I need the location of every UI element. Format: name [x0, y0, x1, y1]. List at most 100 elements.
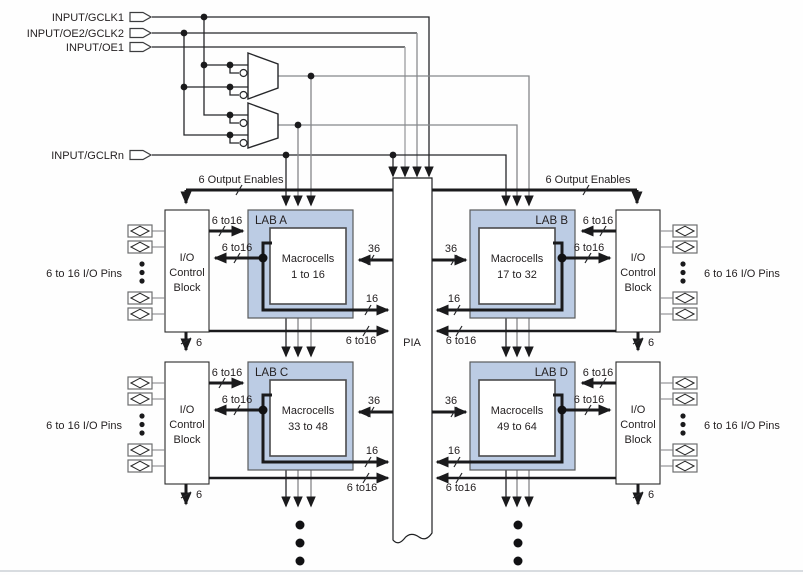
lab-b-16-to-pia — [435, 241, 564, 316]
io-pin-groups — [152, 230, 673, 467]
io-block-lt-3: Block — [174, 282, 201, 294]
io-control-block-right-bottom — [615, 361, 661, 485]
io-pin-icon — [672, 224, 698, 238]
input-pins — [129, 11, 152, 161]
pia-label: PIA — [403, 337, 421, 349]
junction-dot — [226, 131, 234, 139]
width-6to16: 6 to16 — [222, 394, 253, 406]
input-pin-gclk1 — [129, 11, 152, 23]
io-pins-right-bottom — [672, 376, 698, 473]
mux1-bubble-2 — [239, 90, 248, 100]
width-6to16: 6 to16 — [583, 367, 614, 379]
ellipsis-dots — [680, 261, 686, 284]
lab-a-16-to-pia — [261, 241, 390, 316]
width-6to16: 6 to16 — [212, 367, 243, 379]
macrocells-b-box — [478, 227, 556, 305]
io-pin-connectors — [152, 230, 673, 467]
width-36: 36 — [368, 395, 380, 407]
macrocells-a-box — [269, 227, 347, 305]
io-pin-icon — [127, 443, 153, 457]
width-6to16: 6 to16 — [212, 215, 243, 227]
width-16: 16 — [448, 445, 460, 457]
macrocells-c-line2: 33 to 48 — [288, 421, 328, 433]
macrocells-d-box — [478, 379, 556, 457]
io-block-rt-3: Block — [625, 282, 652, 294]
lab-a-label: LAB A — [255, 215, 287, 227]
junction-dot — [282, 151, 290, 159]
io-pin-icon — [127, 392, 153, 406]
io-block-rt-1: I/O — [631, 252, 646, 264]
ellipsis-dots — [139, 413, 145, 436]
width-6to16: 6 to16 — [347, 482, 378, 494]
width-16: 16 — [448, 293, 460, 305]
lab-c-label: LAB C — [255, 367, 288, 379]
mux1-body — [247, 51, 279, 101]
junction-dot — [307, 72, 315, 80]
input-label-oe2-gclk2: INPUT/OE2/GCLK2 — [27, 28, 124, 40]
width-36: 36 — [445, 243, 457, 255]
io-pin-icon — [127, 224, 153, 238]
junction-dot — [226, 111, 234, 119]
output-enables-label-left: 6 Output Enables — [198, 174, 284, 186]
io-block-rb-1: I/O — [631, 404, 646, 416]
macrocells-d-line1: Macrocells — [491, 405, 544, 417]
input-label-gclrn: INPUT/GCLRn — [51, 150, 124, 162]
io-pin-icon — [672, 240, 698, 254]
io-pin-icon — [672, 459, 698, 473]
width-16: 16 — [366, 293, 378, 305]
dot — [513, 556, 523, 566]
macrocells-a-line1: Macrocells — [282, 253, 335, 265]
mux2-bubble-2 — [239, 138, 248, 148]
width-6to16: 6 to16 — [583, 215, 614, 227]
global-wires-between-rows — [281, 318, 534, 508]
dot — [295, 538, 305, 548]
io-block-lb-3: Block — [174, 434, 201, 446]
input-label-oe1: INPUT/OE1 — [66, 42, 124, 54]
width-6to16: 6 to16 — [574, 242, 605, 254]
width-6: 6 — [648, 337, 654, 349]
io-pins-left-bottom — [127, 376, 153, 473]
io-control-block-left-top — [164, 209, 210, 333]
io-pin-icon — [672, 376, 698, 390]
io-pin-icon — [672, 291, 698, 305]
junction-dot — [226, 61, 234, 69]
ellipsis-dots — [680, 413, 686, 436]
wire-mux1-out — [278, 75, 534, 207]
macrocell-boxes — [269, 227, 556, 457]
io-control-block-right-top — [615, 209, 661, 333]
width-6to16: 6 to16 — [446, 335, 477, 347]
pia-box — [392, 177, 433, 544]
junction-dot — [226, 83, 234, 91]
output-enables-label-right: 6 Output Enables — [545, 174, 631, 186]
width-6to16: 6 to16 — [574, 394, 605, 406]
bus-width-slashes — [180, 184, 644, 499]
input-pin-oe1 — [129, 41, 152, 53]
io-pins-label-rb: 6 to 16 I/O Pins — [704, 420, 780, 432]
io-pins-label-lt: 6 to 16 I/O Pins — [46, 268, 122, 280]
lab-d-label: LAB D — [535, 367, 568, 379]
input-pin-oe2-gclk2 — [129, 27, 152, 39]
junction-dot — [389, 151, 397, 159]
io-block-lt-2: Control — [169, 267, 204, 279]
junction-dot — [200, 61, 208, 69]
io-block-rb-3: Block — [625, 434, 652, 446]
junction-dot — [180, 29, 188, 37]
width-6to16: 6 to16 — [446, 482, 477, 494]
width-16: 16 — [366, 445, 378, 457]
mux-feed-lines — [183, 17, 248, 144]
junction-dot — [258, 405, 268, 415]
wire-gclk1 — [152, 16, 434, 178]
labels: INPUT/GCLK1 INPUT/OE2/GCLK2 INPUT/OE1 IN… — [27, 12, 781, 501]
junction-dot — [180, 83, 188, 91]
io-pin-icon — [127, 307, 153, 321]
io-pin-icon — [127, 240, 153, 254]
width-36: 36 — [445, 395, 457, 407]
io-block-lb-1: I/O — [180, 404, 195, 416]
width-6: 6 — [196, 337, 202, 349]
global-input-wires — [152, 16, 534, 207]
width-6to16: 6 to16 — [346, 335, 377, 347]
macrocells-d-line2: 49 to 64 — [497, 421, 537, 433]
width-6: 6 — [648, 489, 654, 501]
io-block-lb-2: Control — [169, 419, 204, 431]
